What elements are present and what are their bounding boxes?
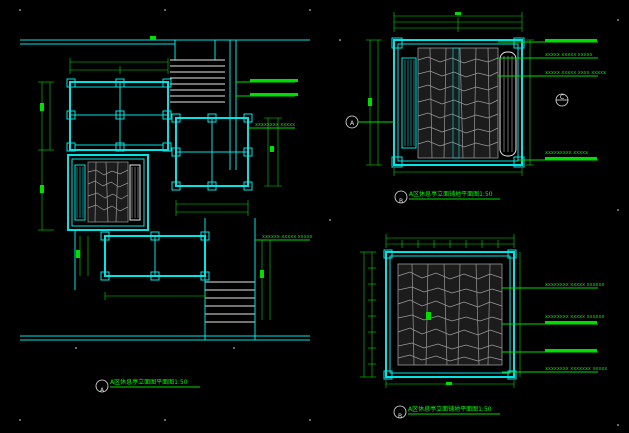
- view-marker: B: [398, 413, 402, 420]
- post: [66, 78, 76, 88]
- stairs-lower: [204, 218, 256, 340]
- post: [115, 78, 125, 88]
- bench-left: [401, 57, 417, 149]
- post: [115, 142, 125, 152]
- stairs-upper: [170, 59, 225, 103]
- paving-court-a: [67, 154, 149, 231]
- pavilion-3-frame: [100, 231, 210, 281]
- callout-label: xxxxx xxxxx xxxx xxxxx: [545, 70, 606, 76]
- post: [66, 110, 76, 120]
- callout-label: xxxxx xxxxx xxxxx: [545, 52, 593, 58]
- pavilion-2-frame: [171, 113, 253, 191]
- view-title: A区休息亭立面图平面图1:50: [110, 378, 188, 386]
- section-marker-left: A: [345, 115, 394, 129]
- post: [66, 142, 76, 152]
- callout-label: xxxxxxxx xxxxx xxxxxx: [545, 282, 604, 288]
- dimensions-plan-b-bottom: [360, 234, 521, 388]
- callout-label: xxxxxxxx xxxxx xxxxxx: [545, 314, 604, 320]
- plan-b-top-view: xxxxx xxxxx xxxxx xxxxx xxxxx xxxx xxxxx…: [345, 12, 606, 205]
- bench-right: [499, 51, 517, 157]
- plan-b-bottom-view: xxxxxxxx xxxxx xxxxxx xxxxxxxx xxxxx xxx…: [360, 234, 607, 420]
- section-marker-right: C: [555, 93, 569, 107]
- bench-left: [74, 164, 86, 221]
- plan-b-top-title: B A区休息亭立面铺地平面图1:50: [394, 190, 500, 205]
- view-marker: A: [100, 387, 105, 394]
- post: [162, 110, 172, 120]
- plan-a-title: A A区休息亭立面图平面图1:50: [95, 378, 200, 394]
- post: [162, 142, 172, 152]
- plan-a-view: xxxxxxxx xxxxx xxxxxx xxxxx xxxxx A A区休息…: [20, 36, 313, 394]
- dimensions-plan-b-top: [366, 12, 534, 176]
- callout-label: xxxxxx xxxxx xxxxx: [262, 234, 313, 240]
- view-title: A区休息亭立面铺地平面图1:50: [408, 405, 492, 413]
- callout-label: xxxxxxxx xxxxxxx xxxxx: [545, 366, 607, 372]
- callout-label: xxxxxxxxx xxxxx: [545, 150, 588, 156]
- callouts-plan-b-bottom: xxxxxxxx xxxxx xxxxxx xxxxxxxx xxxxx xxx…: [502, 282, 607, 373]
- section-marker-label: A: [350, 120, 355, 127]
- callout-label: xxxxxxxx xxxxx: [255, 122, 295, 128]
- post: [115, 110, 125, 120]
- bench-right: [129, 164, 141, 221]
- view-marker: B: [399, 198, 403, 205]
- plan-b-bottom-title: B A区休息亭立面铺地平面图1:50: [393, 405, 500, 420]
- pavilion-1-frame: [66, 78, 172, 152]
- callouts-plan-b-top: xxxxx xxxxx xxxxx xxxxx xxxxx xxxx xxxxx…: [498, 39, 606, 161]
- post: [162, 78, 172, 88]
- view-title: A区休息亭立面铺地平面图1:50: [409, 190, 493, 198]
- section-marker-label: C: [560, 94, 564, 101]
- construction-dots: [19, 9, 619, 426]
- dimensions-plan-a: [38, 36, 282, 320]
- callouts-plan-a: xxxxxxxx xxxxx xxxxxx xxxxx xxxxx: [236, 79, 313, 241]
